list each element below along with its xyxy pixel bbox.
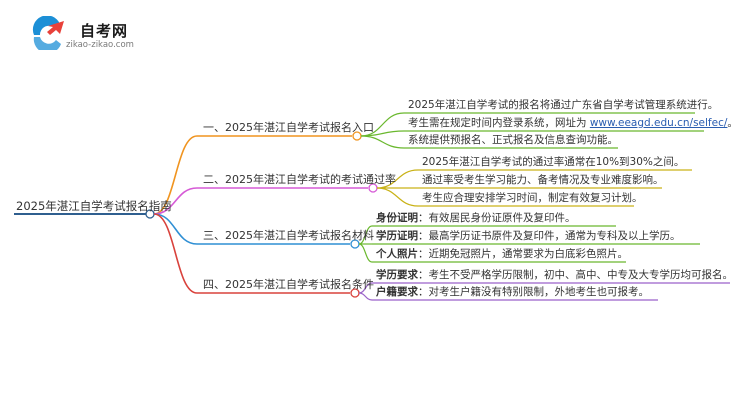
branch-connector bbox=[153, 213, 198, 294]
leaf-topic: 通过率受考生学习能力、备考情况及专业难度影响。 bbox=[422, 173, 664, 187]
brand-url: zikao-zikao.com bbox=[66, 40, 134, 50]
leaf-topic: 户籍要求：对考生户籍没有特别限制，外地考生也可报考。 bbox=[376, 285, 649, 299]
leaf-text: 考生应合理安排学习时间，制定有效复习计划。 bbox=[422, 192, 643, 204]
branch-connector bbox=[153, 213, 198, 245]
leaf-topic: 个人照片：近期免冠照片，通常要求为白底彩色照片。 bbox=[376, 247, 628, 261]
leaf-key: 学历要求 bbox=[376, 269, 418, 281]
leaf-connector bbox=[358, 292, 373, 301]
branch-topic: 一、2025年湛江自学考试报名入口 bbox=[203, 121, 374, 134]
leaf-text: ：考生不受严格学历限制，初中、高中、中专及大专学历均可报名。 bbox=[418, 269, 733, 281]
graduation-cap-icon bbox=[32, 15, 64, 54]
leaf-text: 通过率受考生学习能力、备考情况及专业难度影响。 bbox=[422, 174, 664, 186]
leaf-topic: 2025年湛江自学考试的通过率通常在10%到30%之间。 bbox=[422, 155, 684, 169]
brand-name: 自考网 bbox=[80, 22, 129, 40]
branch-topic: 四、2025年湛江自学考试报名条件 bbox=[203, 278, 374, 291]
leaf-text: 2025年湛江自学考试的报名将通过广东省自学考试管理系统进行。 bbox=[408, 99, 719, 111]
leaf-connector bbox=[360, 135, 405, 149]
leaf-topic: 考生需在规定时间内登录系统，网址为 www.eeagd.edu.cn/selfe… bbox=[408, 116, 738, 130]
branch-topic: 二、2025年湛江自学考试的考试通过率 bbox=[203, 173, 396, 186]
leaf-key: 学历证明 bbox=[376, 230, 418, 242]
leaf-key: 身份证明 bbox=[376, 212, 418, 224]
branch-connector bbox=[153, 135, 198, 215]
branch-connector bbox=[153, 187, 198, 215]
leaf-text: ：对考生户籍没有特别限制，外地考生也可报考。 bbox=[418, 286, 649, 298]
leaf-key: 户籍要求 bbox=[376, 286, 418, 298]
leaf-connector bbox=[358, 243, 373, 263]
root-topic: 2025年湛江自学考试报名指南 bbox=[16, 199, 172, 213]
exam-system-link[interactable]: www.eeagd.edu.cn/selfec/ bbox=[589, 117, 728, 129]
leaf-text: 系统提供预报名、正式报名及信息查询功能。 bbox=[408, 134, 618, 146]
leaf-topic: 考生应合理安排学习时间，制定有效复习计划。 bbox=[422, 191, 643, 205]
leaf-topic: 系统提供预报名、正式报名及信息查询功能。 bbox=[408, 133, 618, 147]
leaf-key: 个人照片 bbox=[376, 248, 418, 260]
site-logo bbox=[30, 15, 74, 54]
leaf-suffix: 。 bbox=[727, 117, 738, 129]
leaf-text: ：近期免冠照片，通常要求为白底彩色照片。 bbox=[418, 248, 628, 260]
leaf-topic: 身份证明：有效居民身份证原件及复印件。 bbox=[376, 211, 576, 225]
leaf-text: ：最高学历证书原件及复印件，通常为专科及以上学历。 bbox=[418, 230, 681, 242]
leaf-topic: 2025年湛江自学考试的报名将通过广东省自学考试管理系统进行。 bbox=[408, 98, 718, 112]
branch-topic: 三、2025年湛江自学考试报名材料 bbox=[203, 229, 374, 242]
leaf-text: ：有效居民身份证原件及复印件。 bbox=[418, 212, 576, 224]
leaf-text: 2025年湛江自学考试的通过率通常在10%到30%之间。 bbox=[422, 156, 685, 168]
leaf-text: 考生需在规定时间内登录系统，网址为 bbox=[408, 117, 590, 129]
leaf-topic: 学历证明：最高学历证书原件及复印件，通常为专科及以上学历。 bbox=[376, 229, 681, 243]
leaf-topic: 学历要求：考生不受严格学历限制，初中、高中、中专及大专学历均可报名。 bbox=[376, 268, 733, 282]
leaf-connector bbox=[376, 187, 419, 207]
